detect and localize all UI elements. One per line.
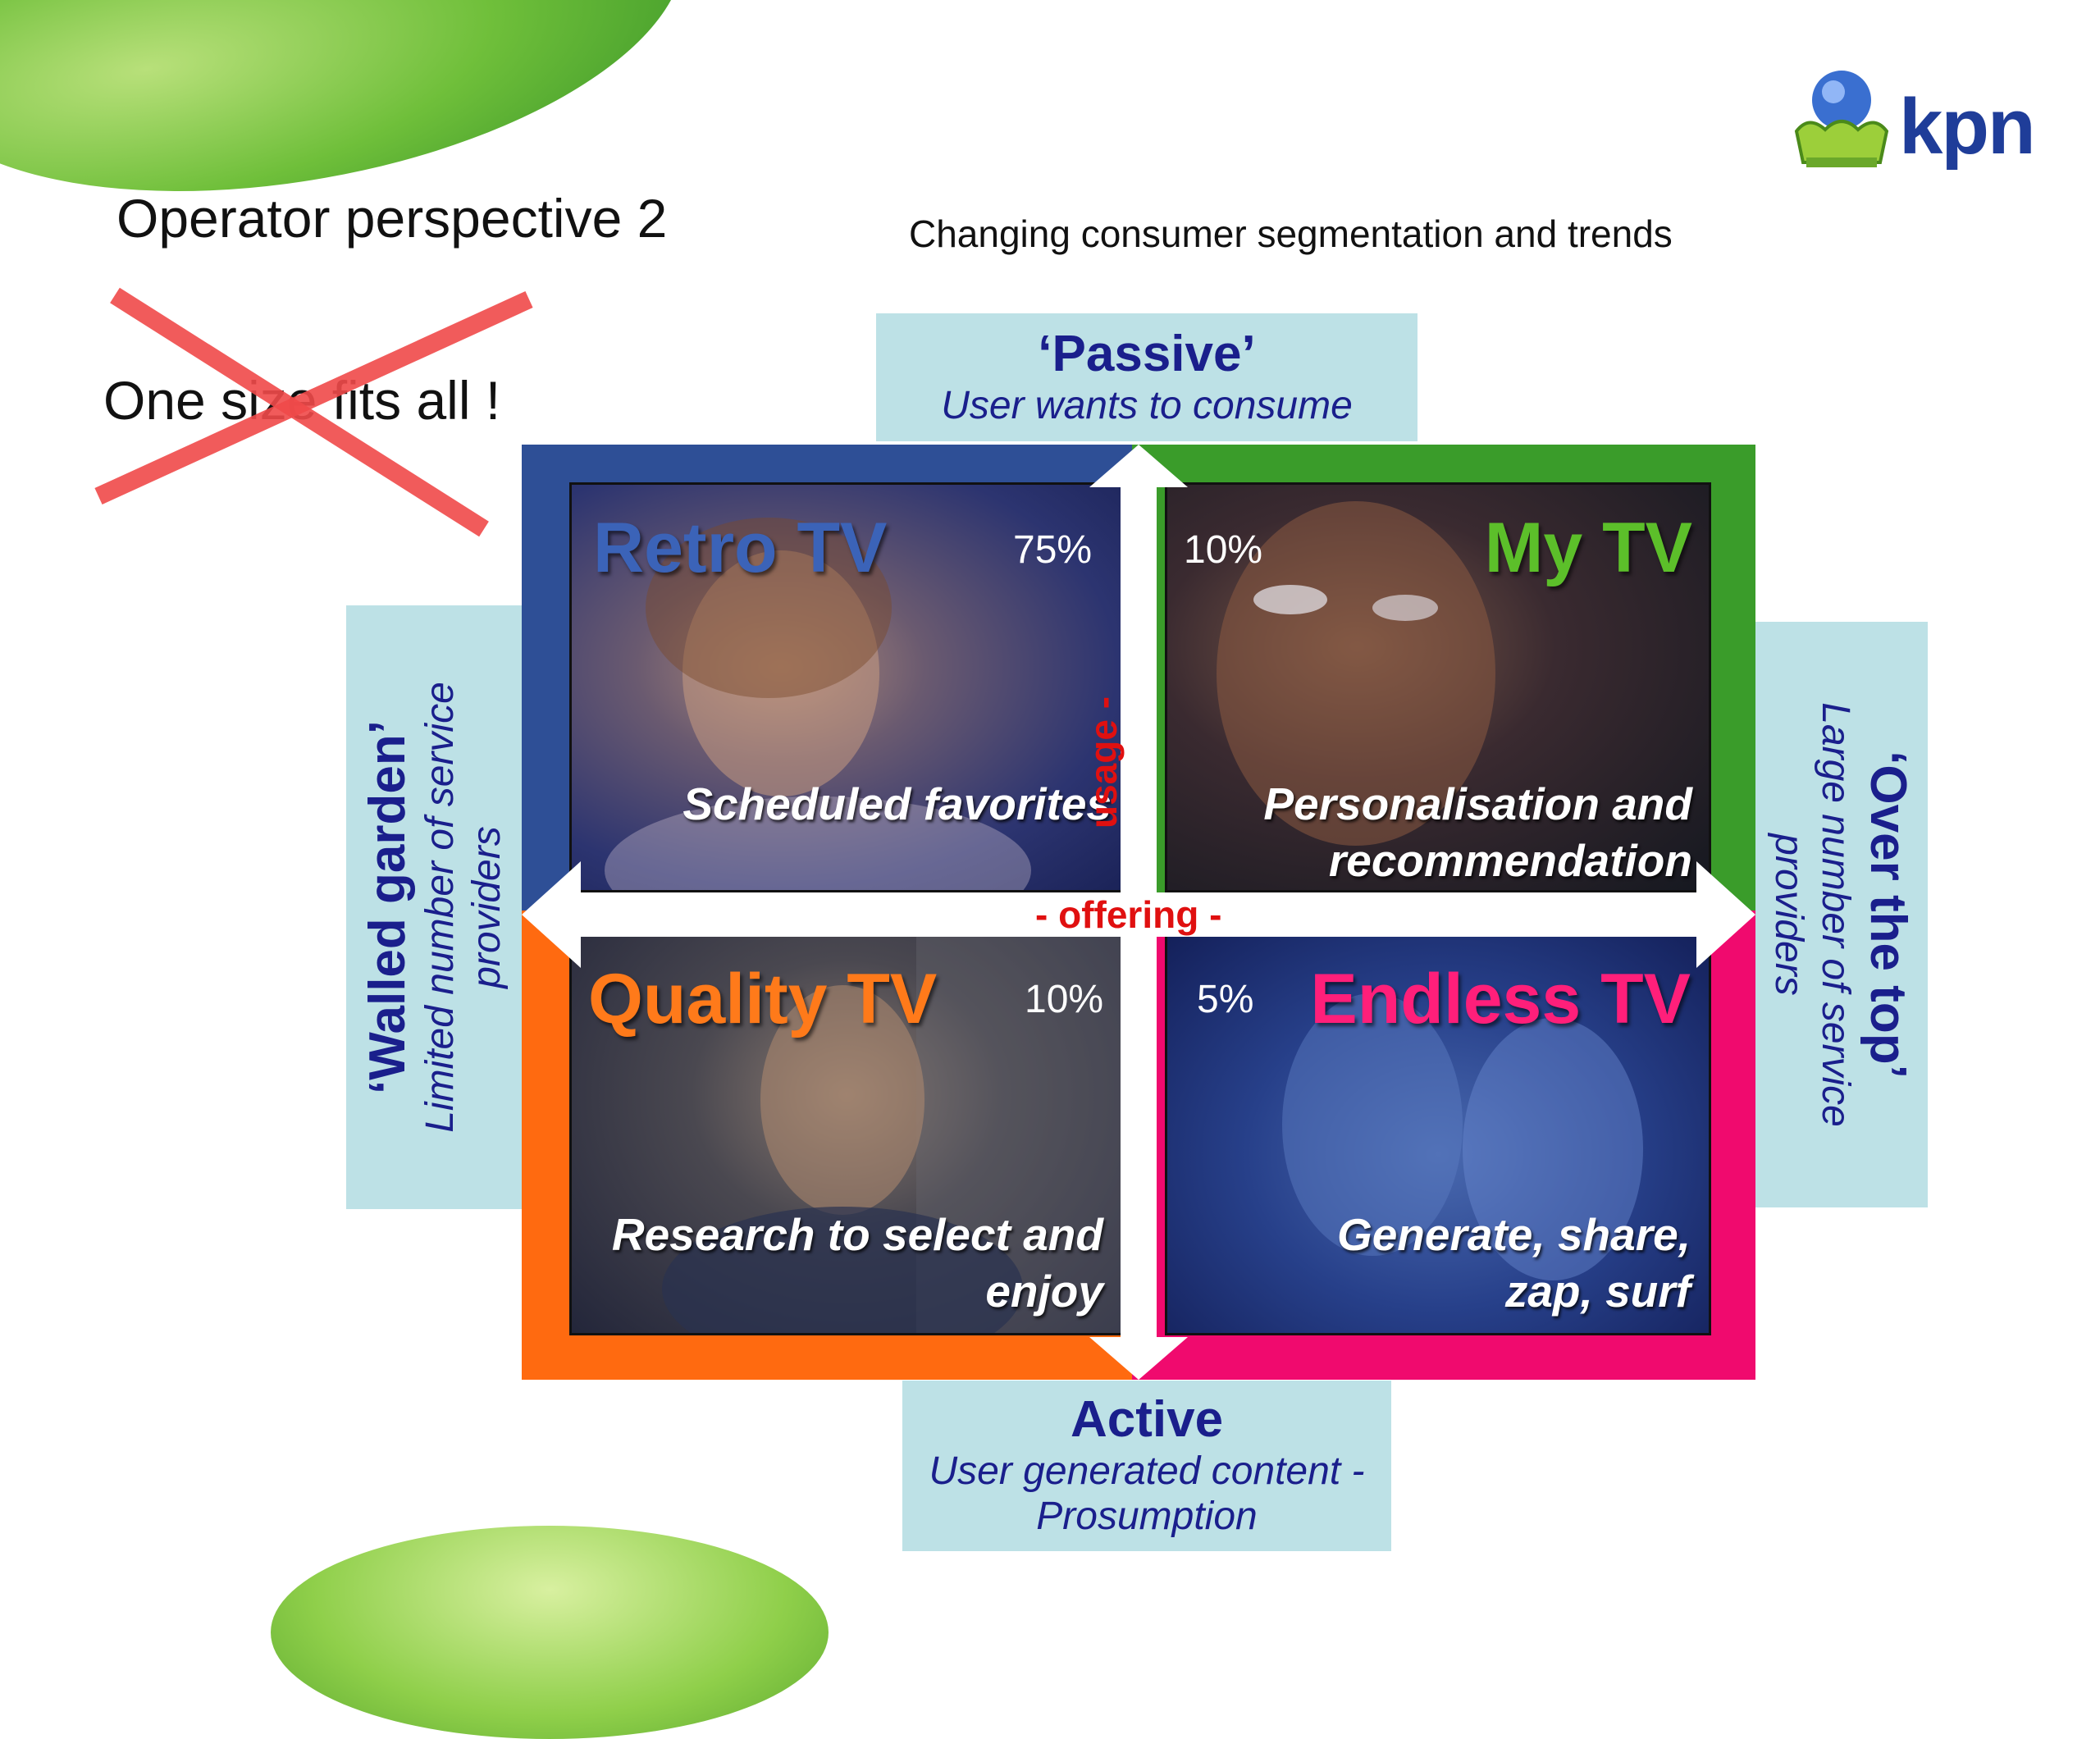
kpn-logo: kpn xyxy=(1788,66,2059,189)
axis-heading-walled-garden: ‘Walled garden’ xyxy=(358,720,416,1094)
axis-sub-active-1: User generated content - xyxy=(929,1449,1365,1493)
quadrant-desc-quality-line1: Research to select and xyxy=(611,1209,1103,1260)
arrow-right-icon xyxy=(1696,861,1755,968)
horizontal-axis-bar xyxy=(579,892,1698,937)
quadrant-name-quality: Quality TV xyxy=(588,960,938,1038)
axis-caption-active: Active User generated content - Prosumpt… xyxy=(902,1381,1391,1551)
arrow-up-icon xyxy=(1089,445,1188,487)
quadrant-endless-tv: 5% Endless TV Generate, share, zap, surf xyxy=(1165,933,1711,1335)
axis-caption-passive: ‘Passive’ User wants to consume xyxy=(876,313,1418,441)
quadrant-name-retro: Retro TV xyxy=(593,509,888,587)
quadrant-desc-my-line1: Personalisation and xyxy=(1263,778,1692,829)
axis-caption-walled-garden: ‘Walled garden’ Limited number of servic… xyxy=(346,605,522,1209)
photo-woman-smiling xyxy=(605,518,1031,890)
axis-caption-over-the-top: ‘Over the top’ Large number of service p… xyxy=(1755,622,1928,1207)
quadrant-name-endless: Endless TV xyxy=(1310,960,1691,1038)
quadrant-quality-tv: Quality TV 10% Research to select and en… xyxy=(569,933,1124,1335)
page-subtitle: Changing consumer segmentation and trend… xyxy=(909,212,1673,255)
quadrant-percent-quality: 10% xyxy=(1025,978,1104,1021)
axis-heading-over-the-top: ‘Over the top’ xyxy=(1860,751,1917,1079)
quadrant-desc-quality: Research to select and enjoy xyxy=(612,1207,1103,1320)
axis-sub-passive: User wants to consume xyxy=(941,384,1353,427)
axis-heading-passive: ‘Passive’ xyxy=(1038,326,1256,382)
quadrant-desc-endless: Generate, share, zap, surf xyxy=(1337,1207,1691,1320)
decorative-leaf-bottom xyxy=(271,1526,829,1739)
axis-heading-active: Active xyxy=(1070,1391,1224,1448)
photo-man-smiling xyxy=(662,936,1121,1333)
quadrant-desc-my-line2: recommendation xyxy=(1328,834,1692,886)
quadrant-my-tv: 10% My TV Personalisation and recommenda… xyxy=(1165,482,1711,892)
axis-sub-active-2: Prosumption xyxy=(1036,1495,1258,1538)
logo-text: kpn xyxy=(1899,83,2036,171)
page-title: Operator perspective 2 xyxy=(116,188,668,249)
arrow-down-icon xyxy=(1089,1337,1188,1380)
quadrant-desc-endless-line1: Generate, share, xyxy=(1336,1209,1691,1260)
quadrant-desc-my: Personalisation and recommendation xyxy=(1263,776,1692,889)
quadrant-desc-quality-line2: enjoy xyxy=(985,1265,1103,1317)
quadrant-desc-endless-line2: zap, surf xyxy=(1504,1265,1691,1317)
axis-sub-walled-garden-2: providers xyxy=(464,826,509,988)
axis-sub-over-the-top-1: Large number of service xyxy=(1814,702,1858,1127)
arrow-left-icon xyxy=(522,861,581,968)
cross-mark-icon xyxy=(94,287,533,537)
photo-people-with-headsets xyxy=(1282,993,1643,1280)
axis-sub-walled-garden-1: Limited number of service xyxy=(418,682,462,1133)
axis-label-offering: - offering - xyxy=(1035,893,1222,936)
quadrant-percent-my: 10% xyxy=(1184,528,1263,572)
photo-woman-glitter-eyes xyxy=(1217,501,1495,846)
axis-arrows xyxy=(522,445,1755,1380)
crown-icon xyxy=(1794,71,1889,167)
quadrant-retro-tv: Retro TV 75% Scheduled favorites xyxy=(569,482,1124,892)
axis-label-usage: usage - xyxy=(1082,696,1125,828)
axis-sub-over-the-top-2: providers xyxy=(1767,833,1811,996)
quadrant-name-my: My TV xyxy=(1484,509,1692,587)
quadrant-percent-retro: 75% xyxy=(1013,528,1093,572)
quadrant-desc-retro-line1: Scheduled favorites xyxy=(682,778,1112,829)
quadrant-percent-endless: 5% xyxy=(1197,978,1254,1021)
quadrant-desc-retro: Scheduled favorites xyxy=(682,776,1112,833)
